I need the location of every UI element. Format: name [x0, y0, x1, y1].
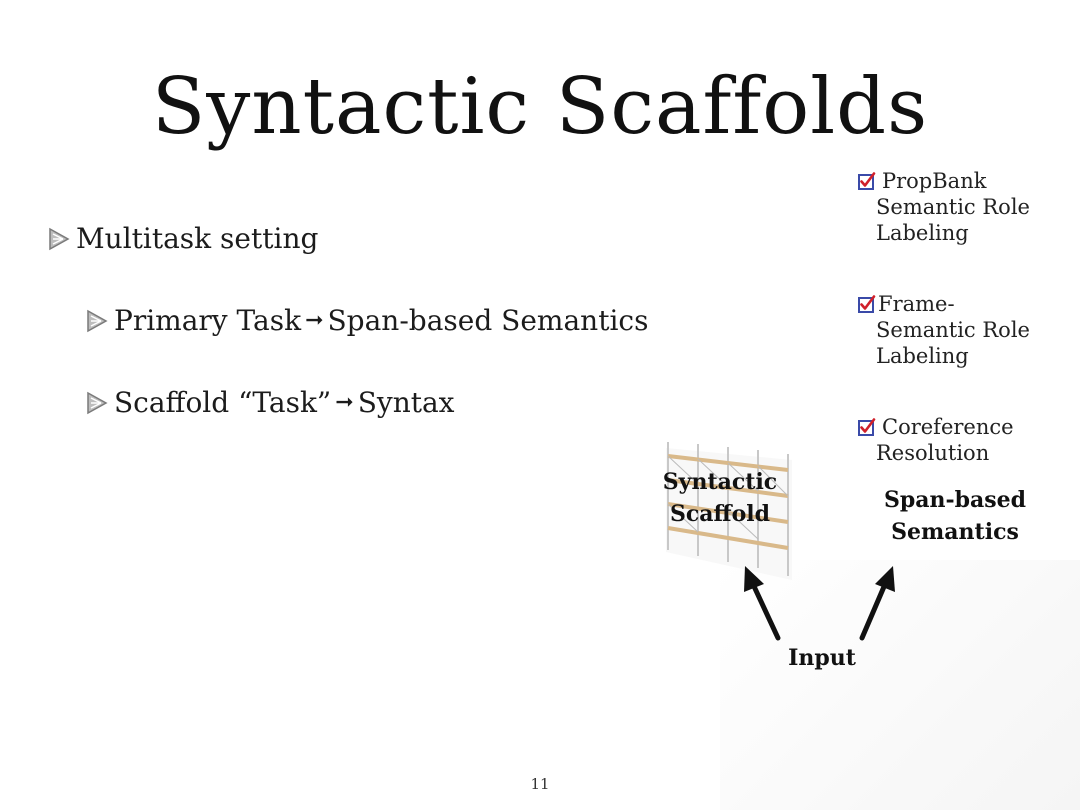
- task-line: Labeling: [876, 344, 969, 368]
- task-line: Resolution: [876, 441, 990, 465]
- checked-checkbox-icon: [858, 418, 876, 436]
- task-line: Frame-: [878, 292, 955, 316]
- task-propbank: PropBank Semantic Role Labeling: [858, 168, 1030, 246]
- bullet-multitask: Multitask setting: [48, 222, 318, 255]
- task-line: PropBank: [882, 169, 987, 193]
- scaffold-label-line: Scaffold: [669, 501, 770, 527]
- semantics-label: Span-based Semantics: [866, 484, 1044, 548]
- checked-checkbox-icon: [858, 295, 876, 313]
- right-arrow-icon: ➞: [335, 390, 354, 415]
- semantics-label-line: Semantics: [891, 519, 1019, 545]
- primary-task-label: Primary Task: [114, 304, 302, 337]
- scaffold-label-line: Syntactic: [662, 469, 778, 495]
- checked-checkbox-icon: [858, 172, 876, 190]
- bullet-scaffold-task: Scaffold “Task” ➞ Syntax: [86, 386, 454, 419]
- scaffold-image-icon: [666, 442, 792, 580]
- task-line: Semantic Role: [876, 318, 1030, 342]
- triangle-bullet-icon: [87, 391, 108, 414]
- task-line: Semantic Role: [876, 195, 1030, 219]
- triangle-bullet-icon: [49, 227, 70, 250]
- background-shade: [720, 560, 1080, 810]
- semantics-label-line: Span-based: [883, 487, 1027, 513]
- bullet-primary-task: Primary Task ➞ Span-based Semantics: [86, 304, 648, 337]
- task-coreference: Coreference Resolution: [858, 414, 1014, 466]
- task-line: Coreference: [882, 415, 1014, 439]
- task-framenet: Frame- Semantic Role Labeling: [858, 291, 1030, 369]
- input-label: Input: [788, 645, 856, 671]
- primary-task-value: Span-based Semantics: [327, 304, 649, 337]
- slide-title: Syntactic Scaffolds: [151, 62, 929, 152]
- page-number: 11: [530, 775, 550, 793]
- scaffold-task-label: Scaffold “Task”: [114, 386, 332, 419]
- triangle-bullet-icon: [87, 309, 108, 332]
- bullet-text: Multitask setting: [76, 222, 319, 255]
- right-arrow-icon: ➞: [305, 308, 324, 333]
- scaffold-task-value: Syntax: [357, 386, 455, 419]
- scaffold-label: Syntactic Scaffold: [640, 466, 800, 530]
- task-line: Labeling: [876, 221, 969, 245]
